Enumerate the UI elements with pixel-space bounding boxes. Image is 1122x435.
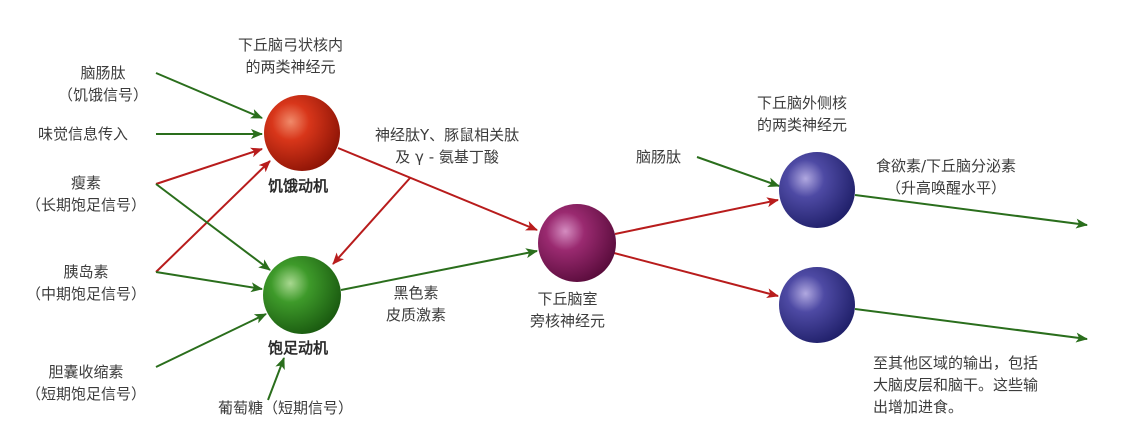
- lateral-lower-sphere: [779, 267, 855, 343]
- pvn-sphere: [538, 204, 616, 282]
- arrow-satiety-to-pvn: [340, 248, 538, 291]
- hunger-sphere: [264, 95, 340, 171]
- arcuate-group-title: 下丘脑弓状核内 的两类神经元: [238, 36, 344, 76]
- cck-label: 胆囊收缩素 （短期饱足信号）: [26, 363, 147, 403]
- satiety-label: 饱足动机: [268, 339, 329, 357]
- arrow-cck-to-satiety: [155, 313, 267, 368]
- arrow-glucose-to-satiety: [267, 357, 285, 401]
- arrow-lower-output: [854, 308, 1088, 343]
- npy-label: 神经肽Y、豚鼠相关肽 及 γ - 氨基丁酸: [375, 126, 520, 166]
- hunger-label: 饥饿动机: [268, 177, 329, 195]
- msh-label: 黑色素 皮质激素: [386, 284, 447, 324]
- taste-label: 味觉信息传入: [38, 125, 129, 143]
- arrow-orexin-output: [854, 194, 1088, 229]
- satiety-sphere: [263, 256, 341, 334]
- lateral-upper-sphere: [779, 152, 855, 228]
- lateral-group-title: 下丘脑外侧核 的两类神经元: [757, 94, 848, 134]
- ghrelin-label: 脑肠肽 （饥饿信号）: [58, 64, 149, 104]
- arrow-leptin-to-hunger: [155, 147, 263, 185]
- glucose-label: 葡萄糖（短期信号）: [218, 399, 354, 417]
- arrow-pvn-to-lateral-lower: [613, 252, 779, 299]
- insulin-label: 胰岛素 （中期饱足信号）: [26, 263, 147, 303]
- arrow-ghrelin-to-lateral: [696, 156, 780, 188]
- arrow-leptin-to-satiety: [155, 183, 271, 271]
- pvn-label: 下丘脑室 旁核神经元: [530, 290, 606, 330]
- orexin-label: 食欲素/下丘脑分泌素 （升高唤醒水平）: [876, 157, 1017, 197]
- arrow-npy-branch-to-satiety: [332, 177, 411, 265]
- arrow-pvn-to-lateral-upper: [614, 197, 779, 235]
- ghrelin-lateral-label: 脑肠肽: [636, 148, 682, 166]
- leptin-label: 瘦素 （长期饱足信号）: [26, 174, 147, 214]
- arrow-hunger-to-pvn: [337, 147, 538, 231]
- arrow-ghrelin-to-hunger: [155, 72, 263, 119]
- outputs-label: 至其他区域的输出，包括 大脑皮层和脑干。这些输 出增加进食。: [873, 354, 1039, 416]
- arrow-insulin-to-hunger: [155, 160, 271, 273]
- arrow-insulin-to-satiety: [155, 271, 263, 293]
